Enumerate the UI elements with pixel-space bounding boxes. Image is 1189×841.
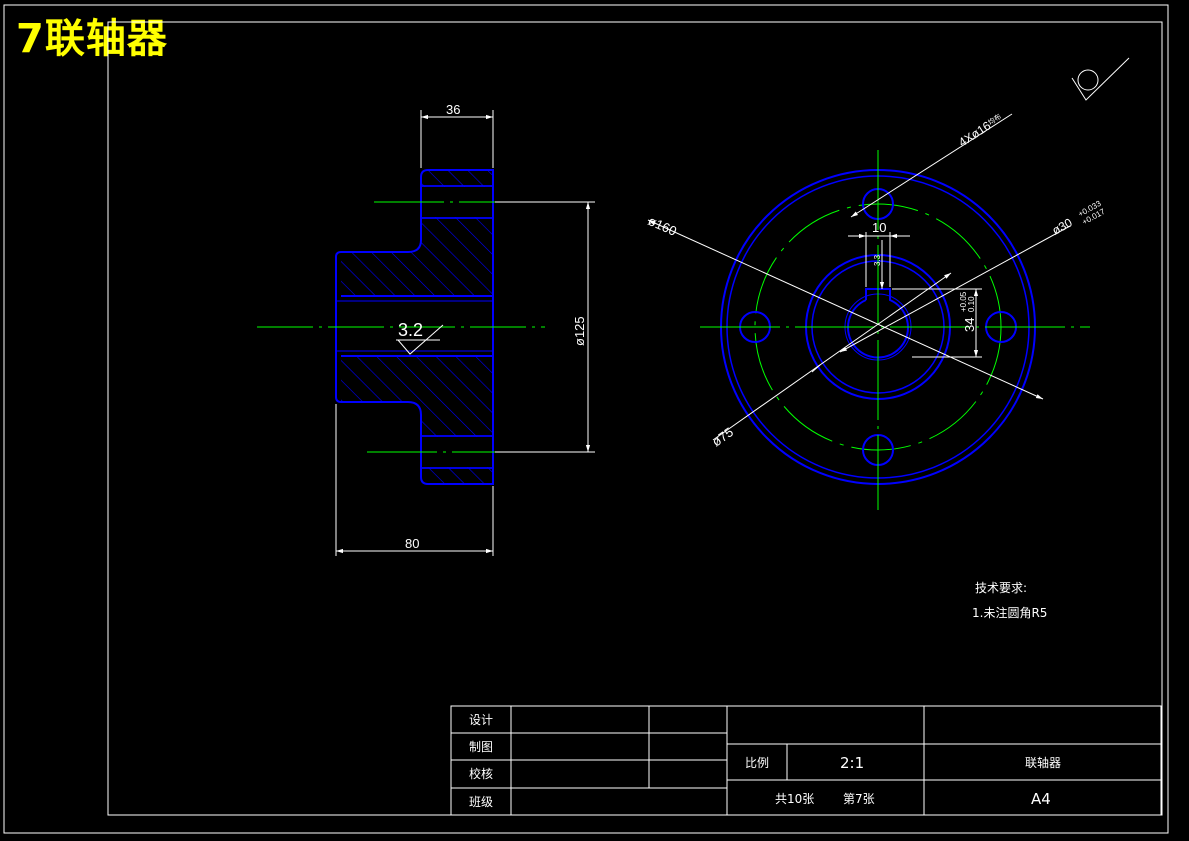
- dim-125: ø125: [572, 316, 587, 346]
- inner-frame: [107, 21, 1163, 816]
- dim-bolt-holes: 4Xø16均布: [956, 111, 1005, 150]
- tb-sheet-total: 共10张: [775, 792, 814, 806]
- tb-draw: 制图: [469, 740, 493, 754]
- tech-req-heading: 技术要求:: [975, 581, 1027, 595]
- dim-36: 36: [446, 102, 460, 117]
- tb-paper: A4: [1031, 790, 1051, 808]
- dim-key-depth: 3.3: [873, 254, 882, 266]
- dim-80: 80: [405, 536, 419, 551]
- tb-part-name: 联轴器: [1025, 755, 1061, 770]
- outer-border: [3, 4, 1169, 834]
- tb-check: 校核: [469, 766, 493, 781]
- dim-key-34: 34: [962, 318, 977, 332]
- sheet-title: 7联轴器: [16, 16, 168, 62]
- dim-bore: ø30: [1050, 215, 1075, 237]
- tb-design: 设计: [469, 713, 493, 727]
- tb-scale-label: 比例: [745, 756, 769, 770]
- roughness-symbol: 3.2: [396, 320, 444, 355]
- section-view: 36 80 ø125 3.2: [257, 102, 595, 556]
- title-block: [450, 705, 1162, 816]
- tb-class: 班级: [469, 795, 493, 809]
- key34-tol-lower: 0.10: [967, 296, 976, 312]
- tb-sheet-no: 第7张: [843, 792, 875, 806]
- dim-160: ø160: [646, 213, 679, 239]
- tech-req-item1: 1.未注圆角R5: [972, 605, 1047, 620]
- tb-scale-value: 2:1: [840, 754, 864, 772]
- key34-tol-upper: +0.05: [959, 291, 968, 312]
- front-view: ø160 ø75 4Xø16均布 ø30 +0.033 +0.017 10 3.…: [646, 111, 1107, 510]
- dim-75: ø75: [709, 424, 736, 449]
- dim-key-width: 10: [872, 220, 886, 235]
- section-outline: [335, 169, 494, 485]
- general-roughness-symbol: [1071, 57, 1130, 101]
- roughness-value: 3.2: [398, 320, 423, 340]
